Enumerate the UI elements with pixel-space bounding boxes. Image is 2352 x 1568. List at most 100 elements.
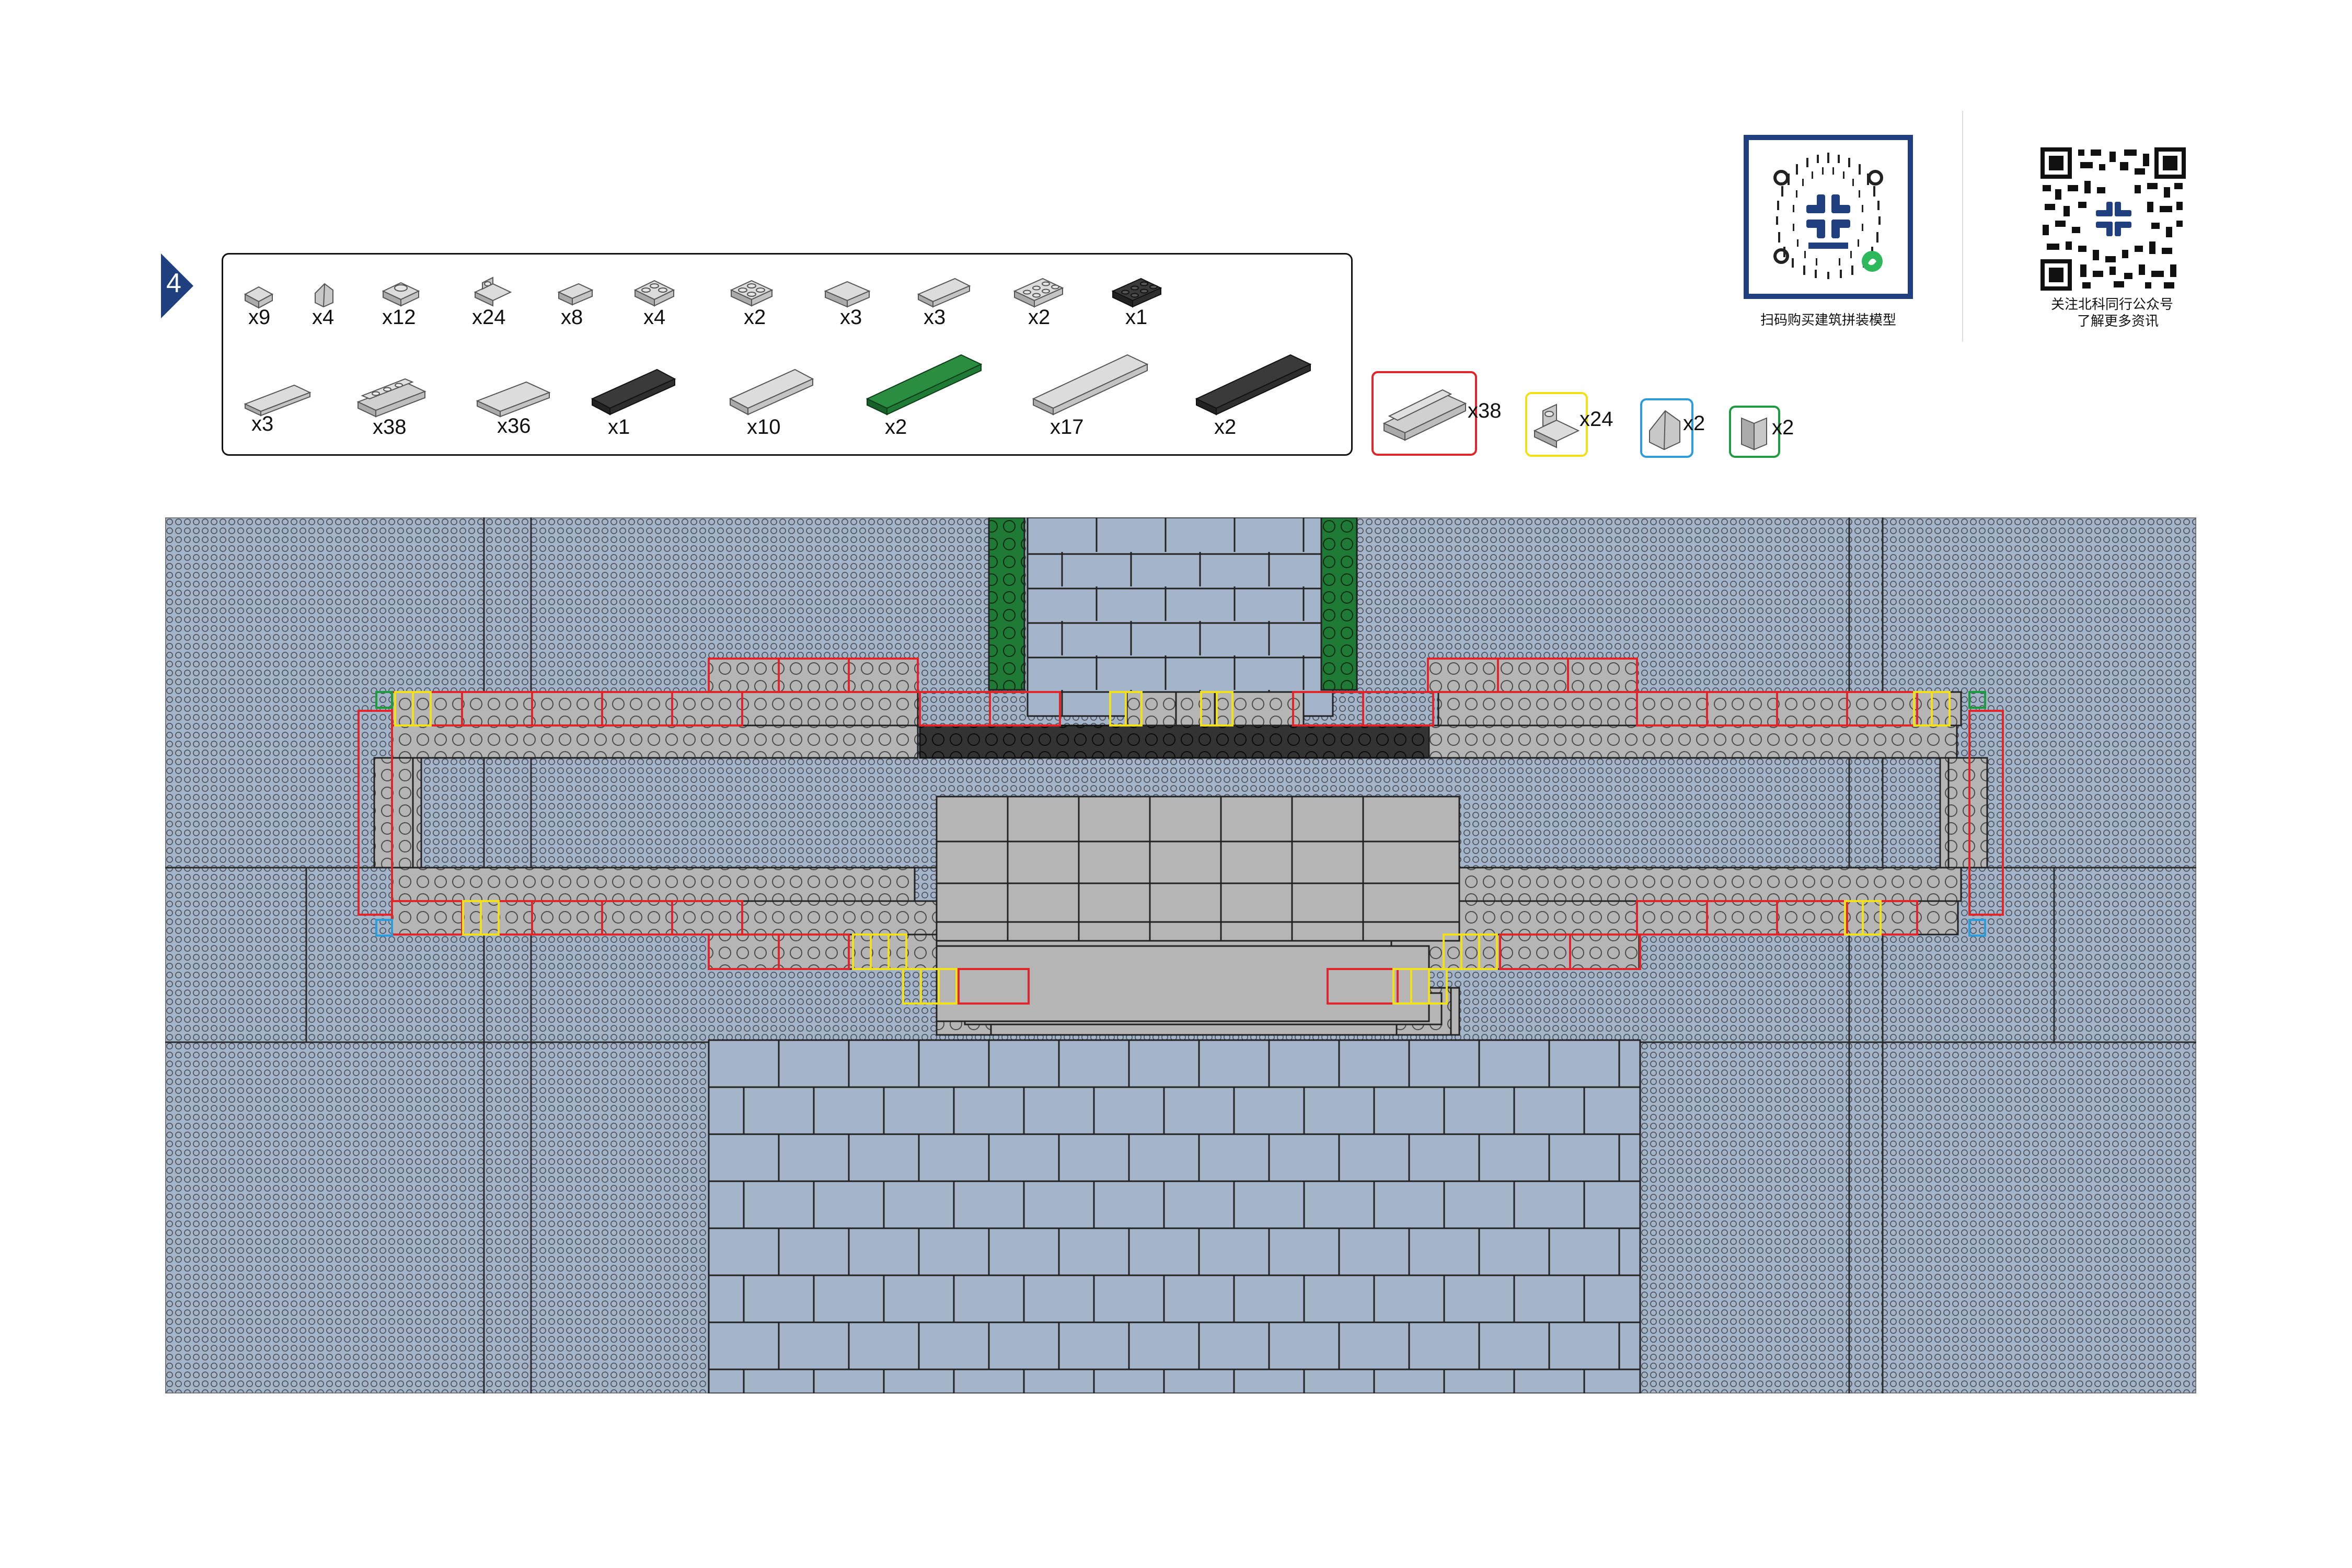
- red-outline: [1567, 658, 1638, 693]
- center-structure: [936, 795, 1460, 1036]
- official-caption-line1: 关注北科同行公众号: [2051, 296, 2174, 312]
- part-tile-1x2: x8: [556, 281, 595, 329]
- part-qty: x2: [1028, 306, 1051, 329]
- part-plate-2x2: x2: [728, 273, 775, 329]
- red-outline: [1362, 691, 1434, 727]
- parts-list: x9 x4 x12 x24 x8 x4 x2 x3 x3 x2 x1: [222, 253, 1353, 456]
- blue-outline: [1968, 919, 1986, 937]
- part-plate-2x8-green: x2: [864, 348, 984, 439]
- part-qty: x1: [1125, 306, 1148, 329]
- green-pillar-left: [988, 517, 1025, 691]
- yellow-outline: [1216, 691, 1233, 727]
- part-plate-2x8: x17: [1030, 348, 1150, 439]
- part-plate-2x6-black: x1: [589, 362, 678, 439]
- yellow-outline: [412, 691, 432, 727]
- part-qty: x38: [373, 416, 407, 439]
- callout-yellow: [1525, 392, 1588, 457]
- part-qty: x36: [497, 414, 531, 437]
- red-outline: [1327, 968, 1399, 1005]
- gray-plate: [391, 867, 916, 902]
- red-outline: [1846, 900, 1918, 936]
- gray-plate: [1215, 691, 1305, 727]
- yellow-outline: [1478, 933, 1498, 970]
- part-plate-2x8-black: x2: [1193, 348, 1313, 439]
- yellow-outline: [1931, 691, 1951, 727]
- part-qty: x17: [1050, 416, 1084, 439]
- part-qty: x9: [248, 306, 271, 329]
- official-caption-line2: 了解更多资讯: [2077, 313, 2159, 329]
- part-plate-2x6: x10: [727, 362, 816, 439]
- red-outline: [848, 658, 919, 693]
- gray-plate: [1437, 867, 1962, 902]
- part-plate-2x3-black: x1: [1110, 272, 1164, 329]
- callout-green-qty: x2: [1772, 416, 1794, 439]
- part-slope-2x4: x38: [355, 376, 428, 439]
- yellow-outline: [887, 933, 907, 970]
- red-outline: [671, 691, 743, 727]
- part-qty: x2: [885, 416, 907, 439]
- callout-blue: [1640, 398, 1693, 458]
- red-outline: [778, 933, 850, 970]
- part-qty: x12: [382, 306, 416, 329]
- part-slope-1x1: x4: [312, 280, 338, 329]
- part-tile-2x2: x3: [822, 276, 872, 329]
- gray-plate: [391, 757, 414, 869]
- part-tile-2x4: x36: [474, 378, 552, 437]
- part-qty: x3: [840, 306, 862, 329]
- miniprogram-qr-frame: [1744, 135, 1913, 299]
- blue-outline: [375, 919, 393, 937]
- qr-code-icon: [2040, 147, 2186, 291]
- miniprogram-code-icon: [1766, 153, 1891, 279]
- callout-red: [1371, 371, 1477, 456]
- gray-plate: [708, 658, 919, 693]
- miniprogram-caption: 扫码购买建筑拼装模型: [1760, 312, 1897, 328]
- callout-green: [1729, 406, 1780, 458]
- yellow-outline: [1125, 691, 1143, 727]
- callout-red-qty: x38: [1468, 399, 1502, 422]
- part-qty: x24: [472, 306, 506, 329]
- part-qty: x10: [747, 416, 781, 439]
- yellow-outline: [938, 968, 958, 1005]
- red-outline: [1968, 710, 2004, 916]
- part-plate-2x3: x2: [1011, 272, 1066, 329]
- official-account-qr: [2040, 147, 2186, 291]
- red-outline: [958, 968, 1030, 1005]
- part-qty: x1: [608, 416, 630, 439]
- gray-plate: [391, 691, 919, 727]
- gray-plate: [1437, 691, 1962, 727]
- part-qty: x4: [643, 306, 666, 329]
- yellow-outline: [1428, 968, 1448, 1005]
- part-bracket-1x1: x24: [472, 275, 514, 329]
- part-qty: x2: [1214, 416, 1237, 439]
- gray-plate: [1427, 658, 1638, 693]
- part-qty: x3: [924, 306, 946, 329]
- green-outline: [375, 691, 393, 709]
- gray-plate: [1175, 691, 1216, 727]
- green-outline: [1968, 691, 1986, 709]
- step-number: 4: [166, 268, 181, 298]
- qr-divider: [1962, 111, 1963, 342]
- red-outline: [1499, 933, 1571, 970]
- gray-plate: [1428, 724, 1958, 759]
- step-badge: [161, 253, 199, 318]
- red-outline: [1846, 691, 1918, 727]
- part-tile-1x3: x3: [915, 274, 973, 329]
- part-plate-1x1: x9: [243, 284, 274, 329]
- part-qty: x8: [561, 306, 583, 329]
- part-plate-2x2-corner: x4: [632, 273, 677, 329]
- yellow-outline: [1862, 900, 1882, 936]
- yellow-outline: [480, 900, 500, 936]
- red-outline: [989, 691, 1061, 727]
- center-tile-path: [708, 517, 1641, 1393]
- part-tile-1x4: x3: [242, 382, 313, 435]
- red-outline: [671, 900, 743, 936]
- part-qty: x3: [251, 412, 274, 435]
- part-qty: x2: [744, 306, 766, 329]
- dark-plate-strip: [919, 724, 1430, 759]
- gray-plate: [1947, 757, 1970, 869]
- part-qty: x4: [312, 306, 335, 329]
- red-outline: [358, 710, 393, 916]
- gray-plate: [391, 724, 919, 759]
- part-plate-1x1-round: x12: [380, 276, 422, 329]
- callout-blue-qty: x2: [1683, 412, 1705, 435]
